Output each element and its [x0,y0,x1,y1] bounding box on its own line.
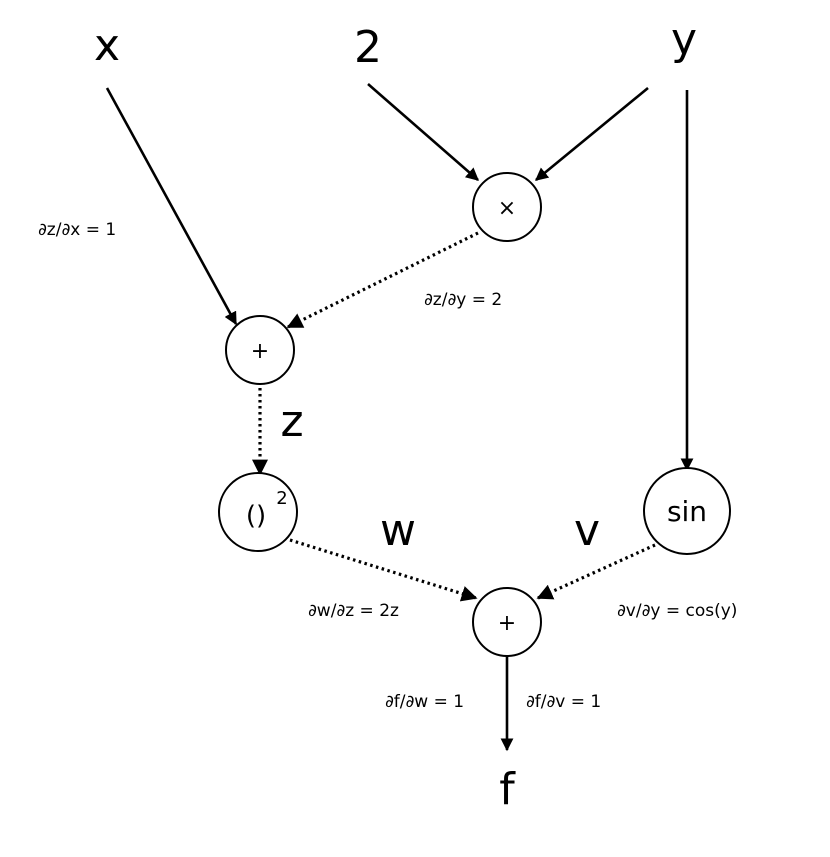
edge-multiply-to-add [286,231,479,329]
square-exponent: 2 [276,488,287,509]
add-node-bottom: + [472,587,542,657]
square-node: () 2 [218,472,298,552]
input-y-label: y [671,14,697,65]
multiply-node: × [472,172,542,242]
edge-2-to-multiply [367,83,479,181]
sin-symbol: sin [667,495,707,528]
square-base-symbol: () [246,501,266,531]
derivative-dw-dz: ∂w/∂z = 2z [308,601,399,621]
add-bottom-symbol: + [498,611,516,636]
derivative-dz-dx: ∂z/∂x = 1 [38,220,116,240]
variable-v-label: v [574,505,600,556]
sin-node: sin [643,467,731,555]
derivative-df-dv: ∂f/∂v = 1 [526,692,601,712]
input-2-label: 2 [354,22,382,73]
multiply-symbol: × [498,196,516,221]
derivative-dv-dy: ∂v/∂y = cos(y) [617,601,737,621]
derivative-df-dw: ∂f/∂w = 1 [385,692,464,712]
output-f-label: f [499,764,516,815]
derivative-dz-dy: ∂z/∂y = 2 [424,290,502,310]
variable-z-label: z [280,396,303,447]
variable-w-label: w [380,505,416,556]
add-node-top: + [225,315,295,385]
add-top-symbol: + [251,339,269,364]
edge-x-to-add [105,87,238,326]
input-x-label: x [94,20,120,71]
edge-square-to-add [289,538,478,602]
edge-y-to-multiply [534,86,649,182]
